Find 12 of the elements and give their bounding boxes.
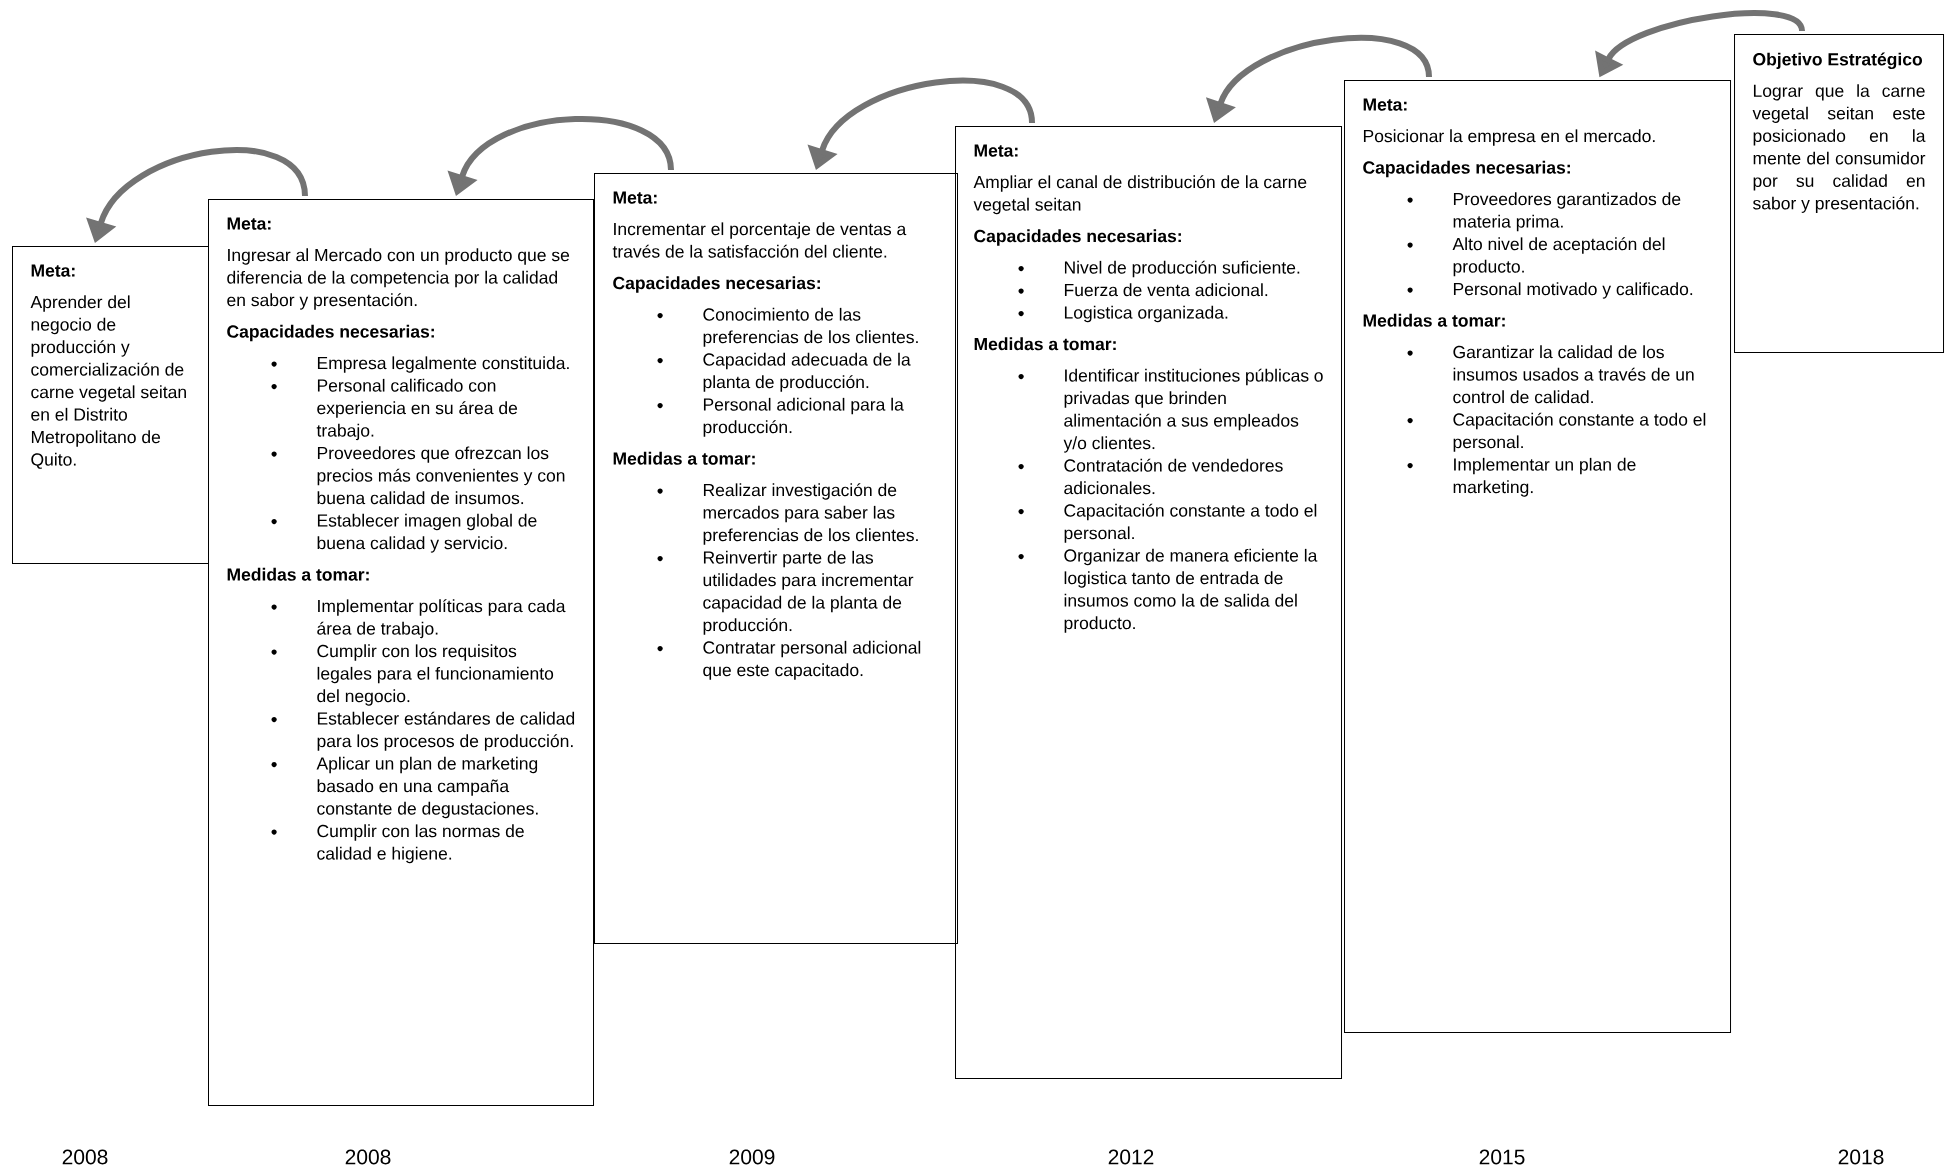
goal-box: Meta: Aprender del negocio de producción y comercialización de carne vegetal seitan en el Distrito Metropolitano de Quito. xyxy=(12,246,209,564)
goal-box: Meta: Incrementar el porcentaje de ventas a través de la satisfacción del cliente. Capacidades necesarias: Conocimiento de las preferencias de los clientes. Capacidad adecuada de la planta de producción. Personal adicional para la producción. Medidas a tomar: Realizar investigación de mercados para saber las preferencias de los clientes. Reinvertir parte de las utilidades para incrementar capacidad de la planta de producción. Contratar personal adicional que este capacitado. xyxy=(594,173,958,944)
year-label: 2018 xyxy=(1838,1149,1884,1165)
goal-box: Meta: Ingresar al Mercado con un producto que se diferencia de la competencia por la calidad en sabor y presentación. Capacidades necesarias: Empresa legalmente constituida. Personal calificado con experiencia en su área de trabajo. Proveedores que ofrezcan los precios más convenientes y con buena calidad de insumos. Establecer imagen global de buena calidad y servicio. Medidas a tomar: Implementar políticas para cada área de trabajo. Cumplir con los requisitos legales para el funcionamiento del negocio. Establecer estándares de calidad para los procesos de producción. Aplicar un plan de marketing basado en una campaña constante de degustaciones. Cumplir con las normas de calidad e higiene. xyxy=(208,199,594,1107)
year-label: 2009 xyxy=(729,1149,775,1165)
goal-box: Objetivo Estratégico Lograr que la carne vegetal seitan este posicionado en la mente del consumidor por su calidad en sabor y presentación. xyxy=(1734,34,1944,353)
goal-box: Meta: Posicionar la empresa en el mercado. Capacidades necesarias: Proveedores garantizados de materia prima. Alto nivel de aceptación del producto. Personal motivado y calificado. Medidas a tomar: Garantizar la calidad de los insumos usados a través de un control de calidad. Capacitación constante a todo el personal. Implementar un plan de marketing. xyxy=(1344,80,1731,1033)
goal-box: Meta: Ampliar el canal de distribución de la carne vegetal seitan Capacidades necesarias: Nivel de producción suficiente. Fuerza de venta adicional. Logistica organizada. Medidas a tomar: Identificar instituciones públicas o privadas que brinden alimentación a sus empleados y/o clientes. Contratación de vendedores adicionales. Capacitación constante a todo el personal. Organizar de manera eficiente la logistica tanto de entrada de insumos como la de salida del producto. xyxy=(955,126,1342,1079)
year-label: 2015 xyxy=(1479,1149,1525,1165)
year-label: 2008 xyxy=(345,1149,391,1165)
year-label: 2012 xyxy=(1108,1149,1154,1165)
year-label: 2008 xyxy=(62,1149,108,1165)
